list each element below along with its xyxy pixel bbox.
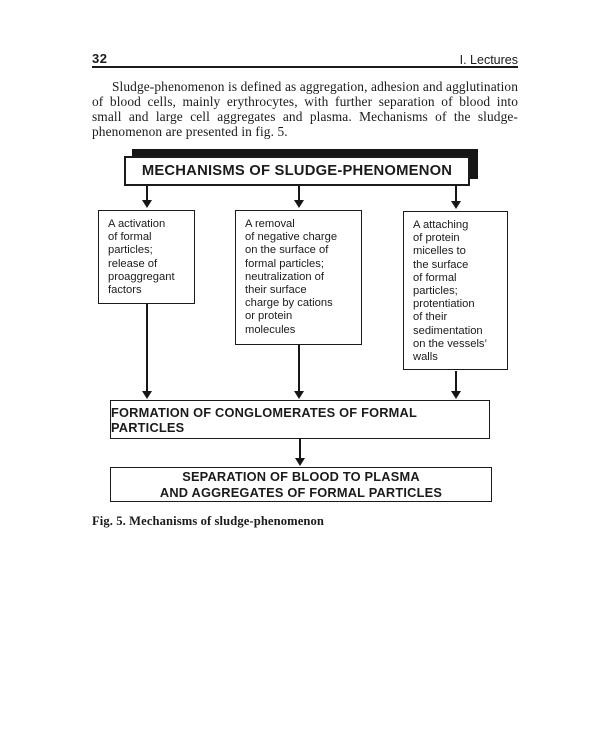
separation-box: SEPARATION OF BLOOD TO PLASMA AND AGGREG…	[110, 467, 492, 502]
figure-caption: Fig. 5. Mechanisms of sludge-phenomenon	[92, 514, 325, 528]
intro-paragraph: Sludge-phenomenon is defined as aggregat…	[92, 79, 518, 139]
running-head: I. Lectures	[459, 53, 518, 67]
arrow-title-to-branch-2	[298, 186, 300, 200]
page-number: 32	[92, 51, 108, 66]
arrow-title-to-branch-1	[146, 186, 148, 200]
arrow-branch-1-to-formation	[146, 304, 148, 391]
arrow-branch-2-to-formation	[298, 345, 300, 391]
branch-box-activation: A activation of formal particles; releas…	[98, 210, 195, 304]
arrow-title-to-branch-3	[455, 186, 457, 201]
formation-box: FORMATION OF CONGLOMERATES OF FORMAL PAR…	[110, 400, 490, 439]
arrow-branch-3-to-formation	[455, 371, 457, 391]
diagram-title-box: MECHANISMS OF SLUDGE-PHENOMENON	[124, 156, 470, 186]
header-rule	[92, 66, 518, 68]
arrow-formation-to-separation	[299, 439, 301, 458]
branch-box-protein-attaching: A attaching of protein micelles to the s…	[403, 211, 508, 370]
branch-box-charge-removal: A removal of negative charge on the surf…	[235, 210, 362, 345]
